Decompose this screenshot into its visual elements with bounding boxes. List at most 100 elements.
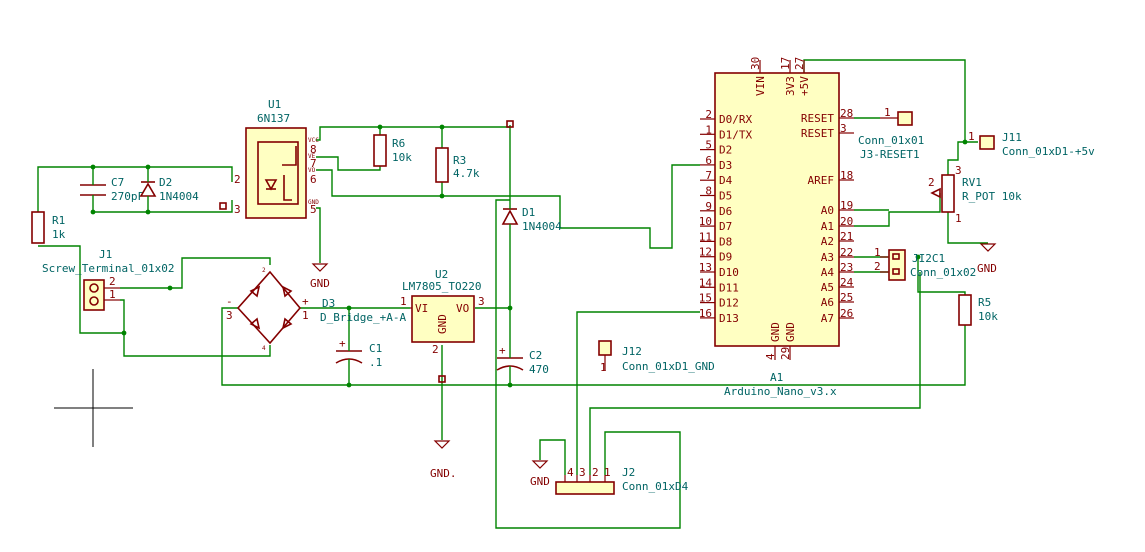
a1-pin-num: 1 xyxy=(705,123,712,136)
gnd-symbol-rv1[interactable]: GND xyxy=(977,243,997,275)
j2-connector[interactable]: 4 3 2 1 J2 Conn_01xD4 xyxy=(555,466,689,495)
d2-value: 1N4004 xyxy=(159,190,199,203)
c2-ref: C2 xyxy=(529,349,542,362)
u1-vcc-label: VCC xyxy=(308,137,319,144)
d1-diode[interactable]: D1 1N4004 xyxy=(501,200,562,233)
j11-ref: J11 xyxy=(1002,131,1022,144)
junction-dot xyxy=(145,209,151,215)
gnd-symbol-j2[interactable]: GND xyxy=(530,460,550,488)
j1-pin1-num: 1 xyxy=(109,288,116,301)
junction-dot xyxy=(145,164,151,170)
gnd-u1-label: GND xyxy=(310,277,330,290)
wire-r1-top xyxy=(37,166,233,212)
gnd-u2-label: GND. xyxy=(430,467,457,480)
u1-optocoupler[interactable]: U1 6N137 VCC VE VO GND 8 7 6 5 2 3 xyxy=(234,98,319,219)
a1-pin-num: 21 xyxy=(840,230,853,243)
d3-diode-icon xyxy=(249,317,261,330)
a1-pin-num: 11 xyxy=(699,230,712,243)
a1-pin-num: 13 xyxy=(699,261,712,274)
j12-body xyxy=(598,340,612,356)
a1-pin-label: D12 xyxy=(719,297,739,310)
u2-regulator[interactable]: VI VO GND 1 3 2 U2 LM7805_TO220 xyxy=(400,268,485,356)
j1-screw-terminal[interactable]: J1 Screw_Terminal_01x02 2 1 xyxy=(42,248,174,311)
a1-pin-label: A7 xyxy=(821,312,834,325)
junction-dot xyxy=(121,330,127,336)
no-connect-marker xyxy=(438,375,446,383)
a1-pin-label: RESET xyxy=(801,127,834,140)
wire-j2-bus xyxy=(576,311,700,475)
u1-pin8: 8 xyxy=(310,143,317,156)
junction-dot xyxy=(439,124,445,130)
u2-vi-label: VI xyxy=(415,302,428,315)
junction-dot xyxy=(377,124,383,130)
a1-pin-num: 22 xyxy=(840,246,853,259)
u1-ve-label: VE xyxy=(308,153,316,160)
rv1-potentiometer[interactable]: 3 2 1 RV1 R_POT 10k xyxy=(928,164,1022,225)
rv1-pin1: 1 xyxy=(955,212,962,225)
j12-ref: J12 xyxy=(622,345,642,358)
u1-pin3: 3 xyxy=(234,203,241,216)
rv1-ref: RV1 xyxy=(962,176,982,189)
junction-dot xyxy=(90,209,96,215)
j1-pin2-num: 2 xyxy=(109,275,116,288)
r3-resistor[interactable]: R3 4.7k xyxy=(435,147,480,183)
j2-value: Conn_01xD4 xyxy=(622,480,689,493)
d3-diode-icon xyxy=(249,285,261,298)
j3-reset-connector[interactable]: 1 Conn_01x01 J3-RESET1 xyxy=(854,106,924,161)
c1-value: .1 xyxy=(369,356,382,369)
d3-pin1: 1 xyxy=(302,309,309,322)
a1-pin-label: A3 xyxy=(821,251,834,264)
d3-bridge-rectifier[interactable]: - + 3 1 2 4 D3 D_Bridge_+A-A xyxy=(226,267,406,352)
gnd-symbol-u2[interactable]: GND. xyxy=(430,440,457,480)
a1-pin-num: 9 xyxy=(705,200,712,213)
j11-connector[interactable]: 1 J11 Conn_01xD1-+5v xyxy=(968,130,1095,158)
d1-triangle xyxy=(501,209,519,225)
a1-ref: A1 xyxy=(770,371,783,384)
u2-body xyxy=(411,295,475,343)
r5-resistor[interactable]: R5 10k xyxy=(958,294,998,326)
a1-arduino-nano[interactable]: D0/RX2D1/TX1D25D36D47D58D69D710D811D912D… xyxy=(699,57,854,398)
u1-inner-box xyxy=(257,141,299,205)
junction-dot xyxy=(507,305,513,311)
a1-pin-num: 23 xyxy=(840,261,853,274)
gnd-symbol-u1[interactable]: GND xyxy=(310,263,330,290)
r1-resistor[interactable]: R1 1k xyxy=(31,211,66,244)
a1-pin-num: 30 xyxy=(749,57,762,70)
j1-value: Screw_Terminal_01x02 xyxy=(42,262,174,275)
r5-ref: R5 xyxy=(978,296,991,309)
j3-value: Conn_01x01 xyxy=(858,134,924,147)
wire-r6-bottom xyxy=(316,156,381,171)
j1-ref: J1 xyxy=(99,248,112,261)
gnd-icon xyxy=(531,460,549,469)
a1-pin-num: 27 xyxy=(793,57,806,70)
a1-pin-num: 10 xyxy=(699,215,712,228)
ji2c1-connector[interactable]: 1 2 JI2C1 Conn_01x02 xyxy=(874,246,976,281)
a1-pin-num: 24 xyxy=(840,276,854,289)
c2-capacitor[interactable]: + C2 470 xyxy=(496,344,549,378)
c1-capacitor[interactable]: + C1 .1 xyxy=(335,337,382,370)
c7-capacitor[interactable]: C7 270pF xyxy=(80,176,144,203)
d3-minus-label: - xyxy=(226,295,233,308)
u1-ref: U1 xyxy=(268,98,281,111)
j1-screw-icon xyxy=(89,283,99,293)
d2-diode[interactable]: D2 1N4004 xyxy=(139,176,199,203)
no-connect-marker xyxy=(506,120,514,128)
u2-pin2: 2 xyxy=(432,343,439,356)
wire-c7-bottom xyxy=(93,200,233,213)
a1-pin-num: 3 xyxy=(840,122,847,135)
j12-connector[interactable]: 1 J12 Conn_01xD1_GND xyxy=(598,340,715,374)
gnd-rv1-label: GND xyxy=(977,262,997,275)
u1-led-icon xyxy=(264,179,278,191)
junction-dot xyxy=(346,382,352,388)
gnd-icon xyxy=(979,243,997,252)
rv1-pin3: 3 xyxy=(955,164,962,177)
d3-value: D_Bridge_+A-A xyxy=(320,311,406,324)
a1-pin-num: 5 xyxy=(705,139,712,152)
u1-pin5: 5 xyxy=(310,203,317,216)
r1-ref: R1 xyxy=(52,214,65,227)
j11-body xyxy=(979,135,995,150)
r6-resistor[interactable]: R6 10k xyxy=(373,134,412,167)
a1-pin-label: D4 xyxy=(719,174,733,187)
d3-diode-icon xyxy=(281,285,293,298)
